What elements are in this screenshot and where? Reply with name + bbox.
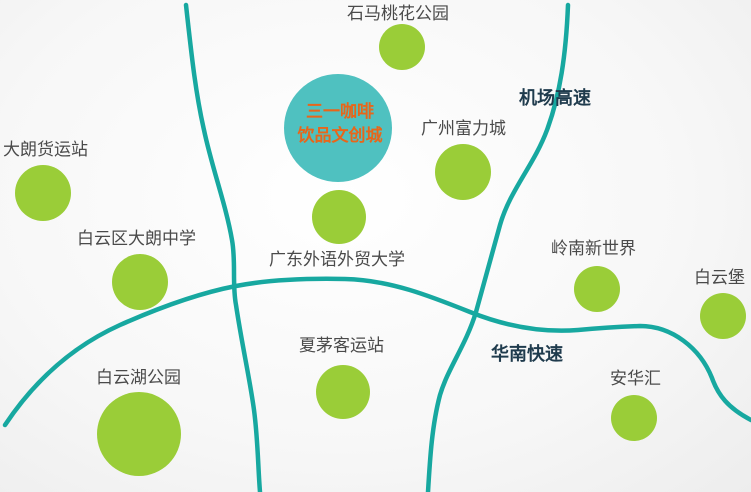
center-label-line2: 饮品文创城 xyxy=(297,126,383,146)
poi-label-shima-taohua-park: 石马桃花公园 xyxy=(347,4,449,24)
poi-label-dalang-freight-station: 大朗货运站 xyxy=(3,140,88,160)
road-airport-expressway xyxy=(425,2,571,492)
poi-circle-shima-taohua-park[interactable] xyxy=(379,24,425,70)
road-west-vertical xyxy=(183,2,263,492)
poi-label-xiamao-bus-station: 夏茅客运站 xyxy=(299,336,384,356)
poi-label-guangzhou-fuli-city: 广州富力城 xyxy=(421,119,506,139)
center-label-line1: 三一咖啡 xyxy=(306,102,374,122)
poi-label-baiyun-bao: 白云堡 xyxy=(694,268,745,288)
center-label[interactable]: 三一咖啡 饮品文创城 xyxy=(285,100,395,148)
poi-label-baiyun-dalang-middle-school: 白云区大朗中学 xyxy=(77,229,196,249)
poi-circle-dalang-freight-station[interactable] xyxy=(15,165,71,221)
poi-circle-baiyun-lake-park[interactable] xyxy=(97,392,181,476)
road-label-huanan-expressway: 华南快速 xyxy=(491,344,563,365)
road-huanan-expressway xyxy=(2,276,751,428)
poi-circle-baiyun-bao[interactable] xyxy=(700,293,746,339)
poi-label-lingnan-new-world: 岭南新世界 xyxy=(551,239,636,259)
poi-circle-xiamao-bus-station[interactable] xyxy=(316,365,370,419)
poi-circle-anhuahui[interactable] xyxy=(611,395,657,441)
poi-circle-lingnan-new-world[interactable] xyxy=(574,266,620,312)
poi-circle-gdufs[interactable] xyxy=(312,190,366,244)
poi-label-gdufs: 广东外语外贸大学 xyxy=(269,250,405,270)
poi-label-baiyun-lake-park: 白云湖公园 xyxy=(96,368,181,388)
center-circle[interactable] xyxy=(284,74,392,182)
road-label-airport-expressway: 机场高速 xyxy=(519,88,591,109)
poi-label-anhuahui: 安华汇 xyxy=(610,369,661,389)
poi-circle-baiyun-dalang-middle-school[interactable] xyxy=(112,254,168,310)
poi-circle-guangzhou-fuli-city[interactable] xyxy=(435,144,491,200)
